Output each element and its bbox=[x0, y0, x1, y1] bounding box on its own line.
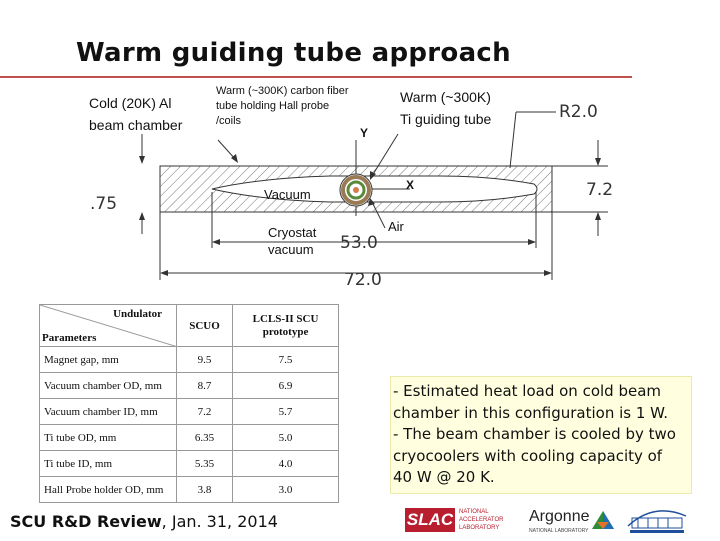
table-cell: 8.7 bbox=[175, 372, 234, 399]
carbon-tube-label-line3: /coils bbox=[216, 115, 242, 127]
note-line: - The beam chamber is cooled by two bbox=[393, 425, 676, 443]
table-row: Vacuum chamber ID, mm 7.2 5.7 bbox=[39, 398, 339, 425]
table-cell: 5.0 bbox=[232, 424, 339, 451]
hall-probe bbox=[353, 187, 359, 193]
table-cell: 7.2 bbox=[175, 398, 234, 425]
table-row: Hall Probe holder OD, mm 3.8 3.0 bbox=[39, 476, 339, 503]
table-cell: Hall Probe holder OD, mm bbox=[39, 476, 177, 503]
height-dimension: 7.2 bbox=[586, 180, 614, 200]
argonne-triangle-icon bbox=[592, 511, 614, 529]
carbon-tube-label: Warm (~300K) carbon fiber tube holding H… bbox=[216, 84, 349, 129]
cryostat-label-line2: vacuum bbox=[268, 242, 314, 257]
table-header-col2-line1: LCLS-II SCU bbox=[252, 312, 319, 325]
ti-tube-label: Warm (~300K) Ti guiding tube bbox=[400, 86, 491, 130]
table-header-col2: LCLS-II SCU prototype bbox=[232, 304, 339, 347]
table-header-row: Undulator Parameters SCUO LCLS-II SCU pr… bbox=[39, 304, 339, 347]
note-line: - Estimated heat load on cold beam bbox=[393, 382, 662, 400]
page-title: Warm guiding tube approach bbox=[76, 38, 511, 68]
argonne-logo-text: Argonne bbox=[529, 508, 590, 525]
table-cell: 6.35 bbox=[175, 424, 234, 451]
table-cell: 9.5 bbox=[175, 346, 234, 373]
ti-tube-label-line2: Ti guiding tube bbox=[400, 111, 492, 127]
table-header-parameters: Parameters bbox=[42, 332, 97, 344]
table-header-undulator: Undulator bbox=[113, 308, 162, 320]
footer-date: , Jan. 31, 2014 bbox=[161, 512, 278, 531]
note-line: chamber in this configuration is 1 W. bbox=[393, 403, 669, 422]
table-cell: 3.0 bbox=[232, 476, 339, 503]
slac-logo-subtitle: NATIONAL ACCELERATOR LABORATORY bbox=[459, 509, 504, 531]
title-underline bbox=[0, 76, 632, 78]
cold-chamber-label-line1: Cold (20K) Al bbox=[89, 95, 172, 111]
table-header-col2-line2: prototype bbox=[262, 325, 309, 338]
y-axis-label: Y bbox=[360, 126, 369, 140]
institution-logo bbox=[624, 496, 690, 536]
table-cell: Magnet gap, mm bbox=[39, 346, 177, 373]
inner-length-dimension: 53.0 bbox=[340, 233, 378, 253]
cold-chamber-label-line2: beam chamber bbox=[89, 117, 183, 133]
table-cell: 7.5 bbox=[232, 346, 339, 373]
footer-event: SCU R&D Review bbox=[10, 512, 162, 531]
table-cell: 3.8 bbox=[175, 476, 234, 503]
thickness-dimension: .75 bbox=[90, 194, 118, 214]
x-axis-label: X bbox=[406, 178, 415, 192]
table-cell: 4.0 bbox=[232, 450, 339, 477]
ti-tube-label-line1: Warm (~300K) bbox=[400, 89, 491, 105]
table-cell: 5.35 bbox=[175, 450, 234, 477]
cold-chamber-label: Cold (20K) Al beam chamber bbox=[89, 92, 182, 136]
table-header-corner: Undulator Parameters bbox=[39, 304, 178, 347]
table-cell: 5.7 bbox=[232, 398, 339, 425]
table-row: Vacuum chamber OD, mm 8.7 6.9 bbox=[39, 372, 339, 399]
table-cell: Ti tube ID, mm bbox=[39, 450, 177, 477]
table-cell: 6.9 bbox=[232, 372, 339, 399]
table-cell: Vacuum chamber OD, mm bbox=[39, 372, 177, 399]
cryostat-label-line1: Cryostat bbox=[268, 225, 317, 240]
argonne-logo: Argonne NATIONAL LABORATORY bbox=[527, 504, 617, 538]
table-row: Ti tube OD, mm 6.35 5.0 bbox=[39, 424, 339, 451]
carbon-tube-label-line2: tube holding Hall probe bbox=[216, 100, 330, 112]
slac-logo: SLAC NATIONAL ACCELERATOR LABORATORY bbox=[405, 506, 515, 534]
institution-building-icon bbox=[627, 510, 687, 533]
table-cell: Ti tube OD, mm bbox=[39, 424, 177, 451]
footer-text: SCU R&D Review, Jan. 31, 2014 bbox=[10, 512, 278, 531]
carbon-tube-label-line1: Warm (~300K) carbon fiber bbox=[216, 85, 349, 97]
vacuum-label: Vacuum bbox=[264, 187, 311, 202]
table-cell: Vacuum chamber ID, mm bbox=[39, 398, 177, 425]
slac-logo-mark: SLAC bbox=[405, 508, 455, 532]
tube-cross-section-diagram bbox=[139, 111, 608, 280]
note-line: cryocoolers with cooling capacity of bbox=[393, 446, 663, 465]
heat-load-note: - Estimated heat load on cold beam chamb… bbox=[390, 376, 692, 494]
outer-length-dimension: 72.0 bbox=[344, 270, 382, 290]
table-row: Magnet gap, mm 9.5 7.5 bbox=[39, 346, 339, 373]
note-line: 40 W @ 20 K. bbox=[393, 468, 495, 486]
table-header-col1: SCUO bbox=[175, 304, 234, 347]
table-row: Ti tube ID, mm 5.35 4.0 bbox=[39, 450, 339, 477]
radius-dimension: R2.0 bbox=[559, 102, 598, 122]
ti-tube-ring bbox=[341, 175, 371, 205]
air-label: Air bbox=[388, 219, 404, 234]
cryostat-label: Cryostat vacuum bbox=[268, 224, 316, 258]
parameter-table: Undulator Parameters SCUO LCLS-II SCU pr… bbox=[39, 304, 339, 503]
argonne-logo-subtitle: NATIONAL LABORATORY bbox=[529, 528, 589, 534]
